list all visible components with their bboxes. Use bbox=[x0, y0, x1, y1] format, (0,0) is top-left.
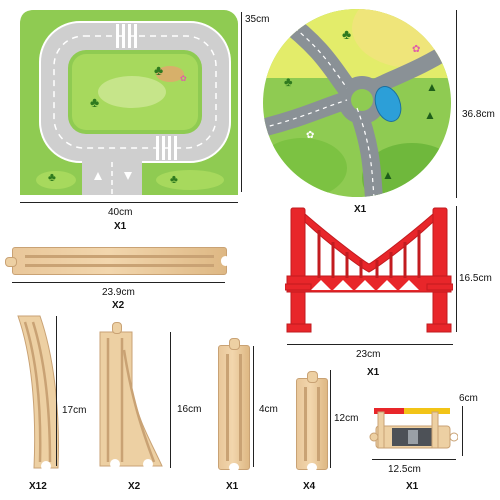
switch-length-label: 16cm bbox=[177, 404, 202, 415]
track-peg bbox=[307, 371, 318, 383]
bridge-qty: X1 bbox=[367, 367, 380, 378]
long-straight-track bbox=[5, 247, 230, 275]
track-groove bbox=[304, 387, 307, 461]
track-groove bbox=[317, 387, 320, 461]
switch-track bbox=[98, 322, 166, 470]
crossing-qty: X1 bbox=[406, 481, 419, 492]
track-socket bbox=[307, 463, 317, 472]
round-mat-qty: X1 bbox=[354, 204, 367, 215]
crossing-width-line bbox=[372, 459, 456, 460]
palm-tree-icon: ♣ bbox=[342, 26, 352, 42]
bridge-height-label: 16.5cm bbox=[459, 273, 492, 284]
level-crossing-graphic bbox=[369, 408, 459, 449]
switch-length-line bbox=[170, 332, 171, 468]
track-socket bbox=[229, 463, 239, 472]
mid-straight-length-line bbox=[330, 370, 331, 468]
long-straight-qty: X2 bbox=[112, 300, 125, 311]
track-groove bbox=[25, 264, 214, 267]
square-mat-height-label: 35cm bbox=[245, 14, 270, 25]
track-groove bbox=[239, 354, 242, 461]
square-mat-width-line bbox=[20, 202, 238, 203]
square-road-mat: ♣ ♣ ♣ ♣ ✿ bbox=[20, 10, 238, 195]
palm-tree-icon: ♣ bbox=[48, 170, 56, 184]
bridge-width-line bbox=[287, 344, 453, 345]
flower-icon: ✿ bbox=[412, 44, 421, 55]
long-straight-length-label: 23.9cm bbox=[102, 287, 135, 298]
square-road-mat-graphic bbox=[20, 10, 238, 195]
red-bridge-graphic bbox=[284, 207, 454, 333]
long-straight-length-line bbox=[12, 282, 225, 283]
switch-qty: X2 bbox=[128, 481, 141, 492]
palm-tree-icon: ♣ bbox=[170, 172, 178, 186]
round-road-mat-graphic bbox=[263, 9, 451, 197]
track-peg bbox=[5, 257, 17, 267]
palm-tree-icon: ♣ bbox=[90, 94, 100, 110]
curve-length-label: 17cm bbox=[62, 405, 87, 416]
bridge-width-label: 23cm bbox=[356, 349, 381, 360]
pine-tree-icon: ▲ bbox=[424, 108, 436, 122]
track-groove bbox=[226, 354, 229, 461]
palm-tree-icon: ♣ bbox=[154, 62, 164, 78]
pine-tree-icon: ▲ bbox=[382, 168, 394, 182]
red-bridge bbox=[284, 200, 454, 340]
mid-straight-length-label: 12cm bbox=[334, 413, 359, 424]
flower-icon: ✿ bbox=[306, 130, 315, 141]
short-straight-length-line bbox=[253, 346, 254, 467]
curve-qty: X12 bbox=[29, 481, 47, 492]
short-straight-qty: X1 bbox=[226, 481, 239, 492]
square-mat-width-label: 40cm bbox=[108, 207, 133, 218]
mid-straight-qty: X4 bbox=[303, 481, 316, 492]
level-crossing bbox=[368, 404, 459, 456]
pine-tree-icon: ▲ bbox=[426, 80, 438, 94]
round-mat-diameter-label: 36.8cm bbox=[462, 109, 495, 120]
square-mat-height-line bbox=[241, 12, 242, 192]
square-mat-qty: X1 bbox=[114, 221, 127, 232]
curved-track bbox=[14, 312, 64, 472]
short-straight-length-label: 4cm bbox=[259, 404, 278, 415]
palm-tree-icon: ♣ bbox=[284, 74, 293, 89]
track-peg bbox=[229, 338, 240, 350]
bridge-height-line bbox=[456, 206, 457, 332]
crossing-height-line bbox=[462, 406, 463, 456]
curve-length-line bbox=[56, 316, 57, 466]
flower-icon: ✿ bbox=[180, 74, 187, 83]
round-road-mat: ♣ ♣ ▲ ▲ ▲ ✿ ✿ bbox=[262, 8, 452, 198]
track-groove bbox=[25, 255, 214, 258]
track-socket bbox=[221, 256, 230, 266]
crossing-height-label: 6cm bbox=[459, 393, 478, 404]
round-mat-diameter-line bbox=[456, 10, 457, 198]
crossing-width-label: 12.5cm bbox=[388, 464, 421, 475]
curved-track-graphic bbox=[17, 315, 59, 471]
switch-track-graphic bbox=[99, 331, 163, 469]
short-straight-track bbox=[218, 338, 250, 472]
mid-straight-track bbox=[296, 371, 328, 472]
track-peg bbox=[112, 322, 122, 334]
